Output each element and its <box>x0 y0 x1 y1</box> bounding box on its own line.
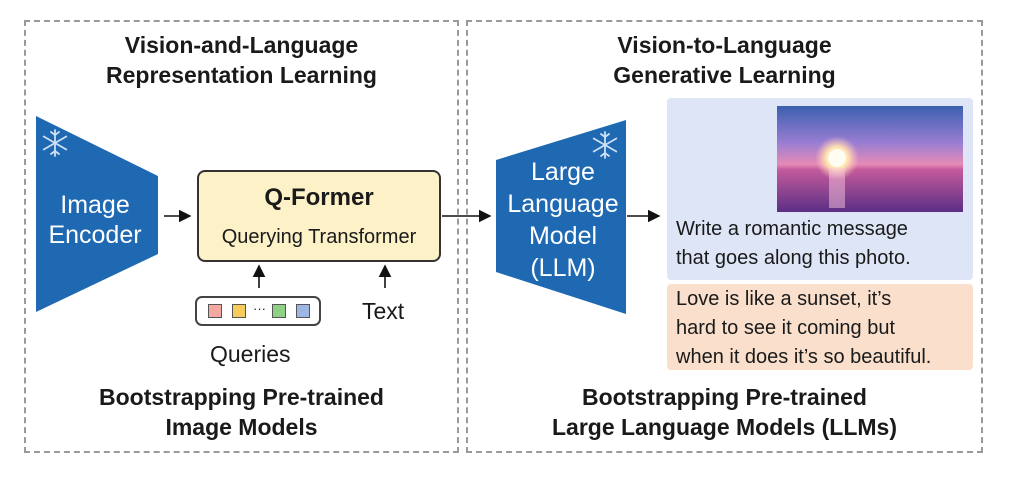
image-encoder-line2: Encoder <box>48 221 142 249</box>
right-footer-line2: Large Language Models (LLMs) <box>551 414 898 440</box>
response-line1: Love is like a sunset, it’s <box>676 288 892 310</box>
query-token <box>296 304 310 318</box>
right-heading-line2: Generative Learning <box>613 62 836 88</box>
right-heading: Vision-to-Language Generative Learning <box>466 30 983 90</box>
response-text: Love is like a sunset, it’s hard to see … <box>676 285 931 372</box>
query-token <box>232 304 246 318</box>
image-encoder-label: Image Encoder <box>40 190 150 250</box>
right-footer-line1: Bootstrapping Pre-trained <box>582 384 867 410</box>
queries-box: ··· <box>195 296 321 326</box>
left-heading: Vision-and-Language Representation Learn… <box>24 30 459 90</box>
qformer-box: Q-Former Querying Transformer <box>197 170 441 262</box>
text-label: Text <box>362 298 405 324</box>
query-token <box>208 304 222 318</box>
prompt-line2: that goes along this photo. <box>676 247 911 269</box>
llm-line3: Model <box>528 222 598 250</box>
queries-label: Queries <box>210 341 291 367</box>
left-footer: Bootstrapping Pre-trained Image Models <box>24 382 459 442</box>
prompt-text: Write a romantic message that goes along… <box>676 215 911 273</box>
llm-line4: (LLM) <box>530 254 596 282</box>
image-encoder-line1: Image <box>60 191 130 219</box>
left-footer-line1: Bootstrapping Pre-trained <box>99 384 384 410</box>
qformer-title: Q-Former <box>264 184 374 211</box>
llm-label: Large Language Model (LLM) <box>498 156 628 284</box>
sunset-photo <box>777 106 963 212</box>
llm-line1: Large <box>531 158 595 186</box>
left-footer-line2: Image Models <box>165 414 318 440</box>
left-heading-line1: Vision-and-Language <box>124 32 359 58</box>
right-footer: Bootstrapping Pre-trained Large Language… <box>466 382 983 442</box>
response-line2: hard to see it coming but <box>676 317 896 339</box>
llm-shape <box>496 120 626 314</box>
snowflake-icon <box>592 131 618 159</box>
query-token <box>272 304 286 318</box>
queries-ellipsis: ··· <box>253 301 266 316</box>
left-panel <box>24 20 459 453</box>
response-box <box>667 284 973 370</box>
response-line3: when it does it’s so beautiful. <box>676 346 932 368</box>
left-heading-line2: Representation Learning <box>106 62 377 88</box>
image-encoder-shape <box>36 116 158 312</box>
llm-line2: Language <box>507 190 619 218</box>
prompt-line1: Write a romantic message <box>676 218 908 240</box>
snowflake-icon <box>42 129 68 157</box>
right-panel <box>466 20 983 453</box>
right-heading-line1: Vision-to-Language <box>617 32 832 58</box>
qformer-subtitle: Querying Transformer <box>221 226 417 248</box>
